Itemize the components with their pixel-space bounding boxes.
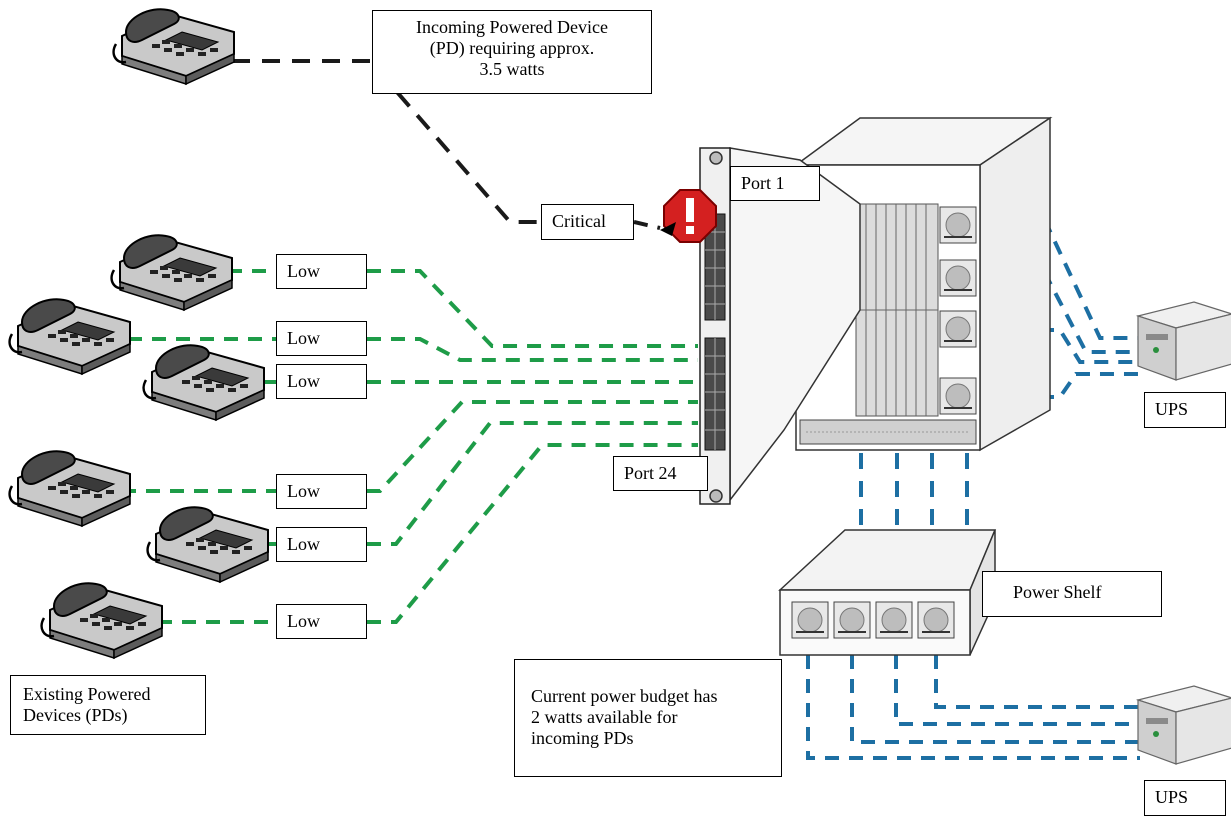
ups-label: UPS — [1144, 780, 1226, 816]
priority-label: Low — [276, 527, 367, 562]
arrowhead-icon — [660, 222, 676, 236]
existing-pds-label: Existing Powered Devices (PDs) — [10, 675, 206, 735]
priority-label: Low — [276, 474, 367, 509]
ups-icon — [1137, 685, 1231, 765]
telephone-icon — [112, 7, 236, 86]
incoming-pd-link — [232, 59, 541, 224]
port-1-label: Port 1 — [730, 166, 820, 201]
telephone-icon — [8, 449, 132, 528]
port-24-label: Port 24 — [613, 456, 708, 491]
shelf-ups-links — [806, 655, 1140, 760]
power-budget-note: Current power budget has 2 watts availab… — [514, 659, 782, 777]
link-2 — [128, 337, 698, 362]
priority-label: Low — [276, 604, 367, 639]
chassis-icon — [793, 116, 1053, 452]
telephone-icon — [146, 505, 270, 584]
alert-octagon-icon — [663, 189, 717, 243]
incoming-pd-label: Incoming Powered Device (PD) requiring a… — [372, 10, 652, 94]
telephone-icon — [40, 581, 164, 660]
ups-icon — [1137, 301, 1231, 381]
power-shelf-icon — [778, 529, 997, 656]
telephone-icon — [142, 343, 266, 422]
link-6 — [158, 443, 698, 624]
critical-label: Critical — [541, 204, 634, 240]
poe-module-icon — [699, 147, 861, 505]
telephone-icon — [8, 297, 132, 376]
priority-label: Low — [276, 254, 367, 289]
link-4 — [122, 400, 698, 493]
ups-label: UPS — [1144, 392, 1226, 428]
chassis-shelf-links — [859, 425, 969, 545]
critical-link — [633, 220, 661, 230]
power-shelf-label: Power Shelf — [982, 571, 1162, 617]
chassis-ups-links — [968, 225, 1140, 399]
priority-label: Low — [276, 364, 367, 399]
priority-label: Low — [276, 321, 367, 356]
link-1 — [228, 269, 698, 348]
telephone-icon — [110, 233, 234, 312]
